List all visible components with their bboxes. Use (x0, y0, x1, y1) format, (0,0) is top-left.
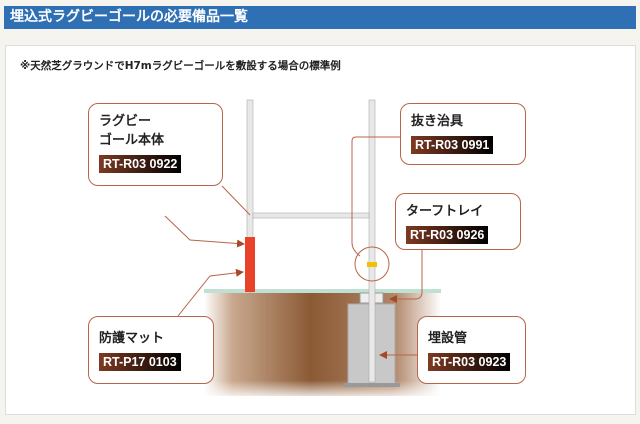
callout-title: ゴール本体 (99, 133, 165, 148)
extraction-tool-highlight (354, 246, 390, 282)
product-code: RT-R03 0922 (99, 155, 182, 173)
product-code: RT-R03 0923 (428, 353, 511, 371)
crossbar (252, 212, 370, 219)
callout-buried-pipe: 埋設管 RT-R03 0923 (417, 316, 526, 384)
ground-turf (204, 289, 441, 293)
callout-turf-tray: ターフトレイ RT-R03 0926 (395, 193, 521, 250)
page-title: 埋込式ラグビーゴールの必要備品一覧 (4, 6, 636, 29)
product-code: RT-R03 0991 (411, 136, 494, 154)
callout-title: ターフトレイ (406, 204, 484, 219)
product-code: RT-R03 0926 (406, 226, 489, 244)
goal-post-right (368, 99, 376, 383)
callout-title: 防護マット (99, 331, 165, 346)
callout-extraction-tool: 抜き治具 RT-R03 0991 (400, 103, 526, 165)
diagram-note: ※天然芝グラウンドでH7mラグビーゴールを敷設する場合の標準例 (20, 60, 341, 72)
callout-title: 埋設管 (428, 331, 468, 346)
callout-rugby-goal: ラグビー ゴール本体 RT-R03 0922 (88, 103, 223, 186)
protective-mat (245, 237, 255, 292)
callout-title: ラグビー (99, 114, 152, 129)
callout-title: 抜き治具 (411, 114, 464, 129)
callout-protective-mat: 防護マット RT-P17 0103 (88, 316, 214, 384)
product-code: RT-P17 0103 (99, 353, 181, 371)
